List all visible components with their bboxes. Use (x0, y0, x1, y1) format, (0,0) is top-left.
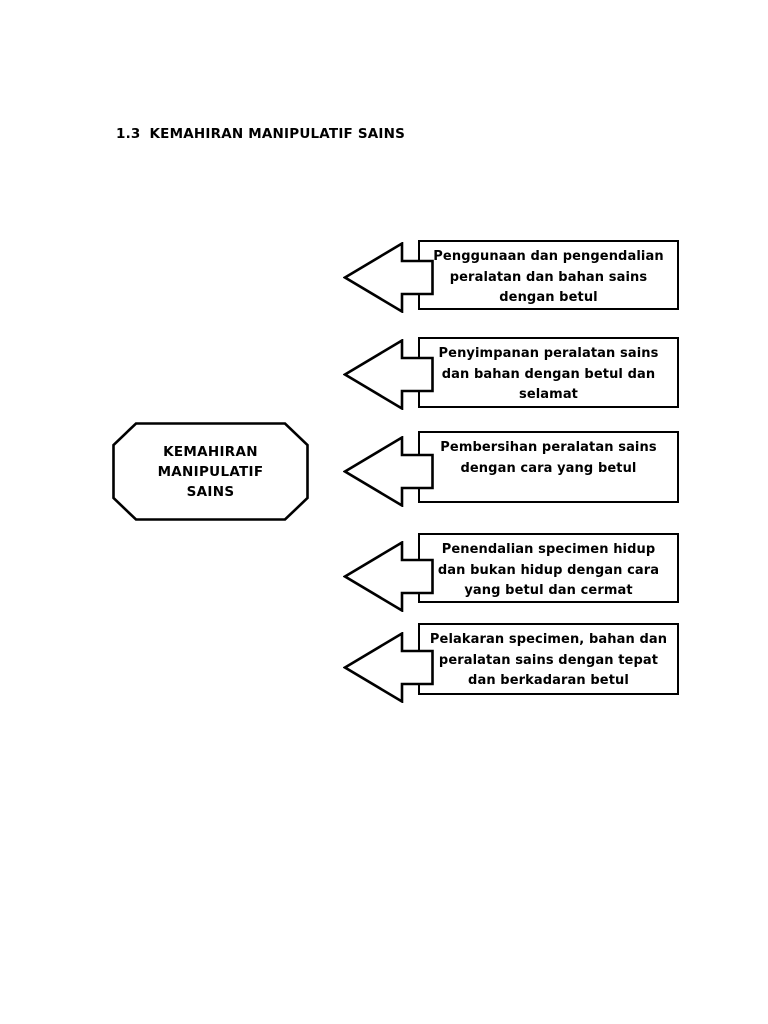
skill-text-line: dan berkadaran betul (468, 673, 629, 688)
left-arrow-icon (343, 436, 434, 507)
skill-row: Penyimpanan peralatan sains dan bahan de… (343, 337, 679, 410)
skill-text-line: Pembersihan peralatan sains (440, 440, 657, 455)
central-node-line: MANIPULATIF (157, 463, 264, 480)
skill-label: Pelakaran specimen, bahan dan peralatan … (420, 625, 677, 692)
section-number: 1.3 (116, 126, 141, 142)
skill-text-line: Penendalian specimen hidup (441, 542, 656, 557)
left-arrow-icon (343, 242, 434, 313)
skill-label: Penendalian specimen hidup dan bukan hid… (420, 535, 677, 602)
skill-box: Pelakaran specimen, bahan dan peralatan … (418, 623, 679, 695)
skill-row: Penggunaan dan pengendalian peralatan da… (343, 240, 679, 313)
left-arrow-icon (343, 339, 434, 410)
skill-label: Penggunaan dan pengendalian peralatan da… (420, 242, 677, 309)
skill-row: Penendalian specimen hidup dan bukan hid… (343, 533, 679, 612)
skill-box: Penggunaan dan pengendalian peralatan da… (418, 240, 679, 310)
octagon-shape-icon (112, 422, 309, 521)
skill-label: Pembersihan peralatan sains dengan cara … (420, 433, 677, 479)
skill-box: Penendalian specimen hidup dan bukan hid… (418, 533, 679, 603)
section-title: KEMAHIRAN MANIPULATIF SAINS (149, 126, 406, 142)
central-node-line: SAINS (186, 483, 235, 500)
skill-box: Pembersihan peralatan sains dengan cara … (418, 431, 679, 503)
skill-row: Pelakaran specimen, bahan dan peralatan … (343, 623, 679, 703)
left-arrow-icon (343, 541, 434, 612)
skill-text-line: selamat (518, 387, 579, 402)
left-arrow-icon (343, 632, 434, 703)
skill-text-line: Pelakaran specimen, bahan dan (429, 632, 668, 647)
skill-box: Penyimpanan peralatan sains dan bahan de… (418, 337, 679, 408)
central-node-line: KEMAHIRAN (163, 443, 258, 460)
skill-text-line: dan bahan dengan betul dan (441, 366, 656, 382)
skill-text-line: dan bukan hidup dengan cara (437, 562, 660, 578)
skill-text-line: dengan cara yang betul (460, 460, 637, 476)
section-heading: 1.3 KEMAHIRAN MANIPULATIF SAINS (116, 126, 405, 142)
skill-text-line: Penyimpanan peralatan sains (438, 346, 659, 361)
skill-label: Penyimpanan peralatan sains dan bahan de… (420, 339, 677, 406)
skill-text-line: peralatan sains dengan tepat (438, 652, 659, 668)
skill-text-line: dengan betul (499, 290, 598, 305)
skill-text-line: peralatan dan bahan sains (449, 269, 648, 285)
skill-text-line: Penggunaan dan pengendalian (433, 249, 664, 264)
skill-text-line: yang betul dan cermat (464, 583, 633, 598)
skill-row: Pembersihan peralatan sains dengan cara … (343, 431, 679, 507)
central-node-label: KEMAHIRAN MANIPULATIF SAINS (112, 422, 309, 521)
central-node: KEMAHIRAN MANIPULATIF SAINS (112, 422, 309, 521)
